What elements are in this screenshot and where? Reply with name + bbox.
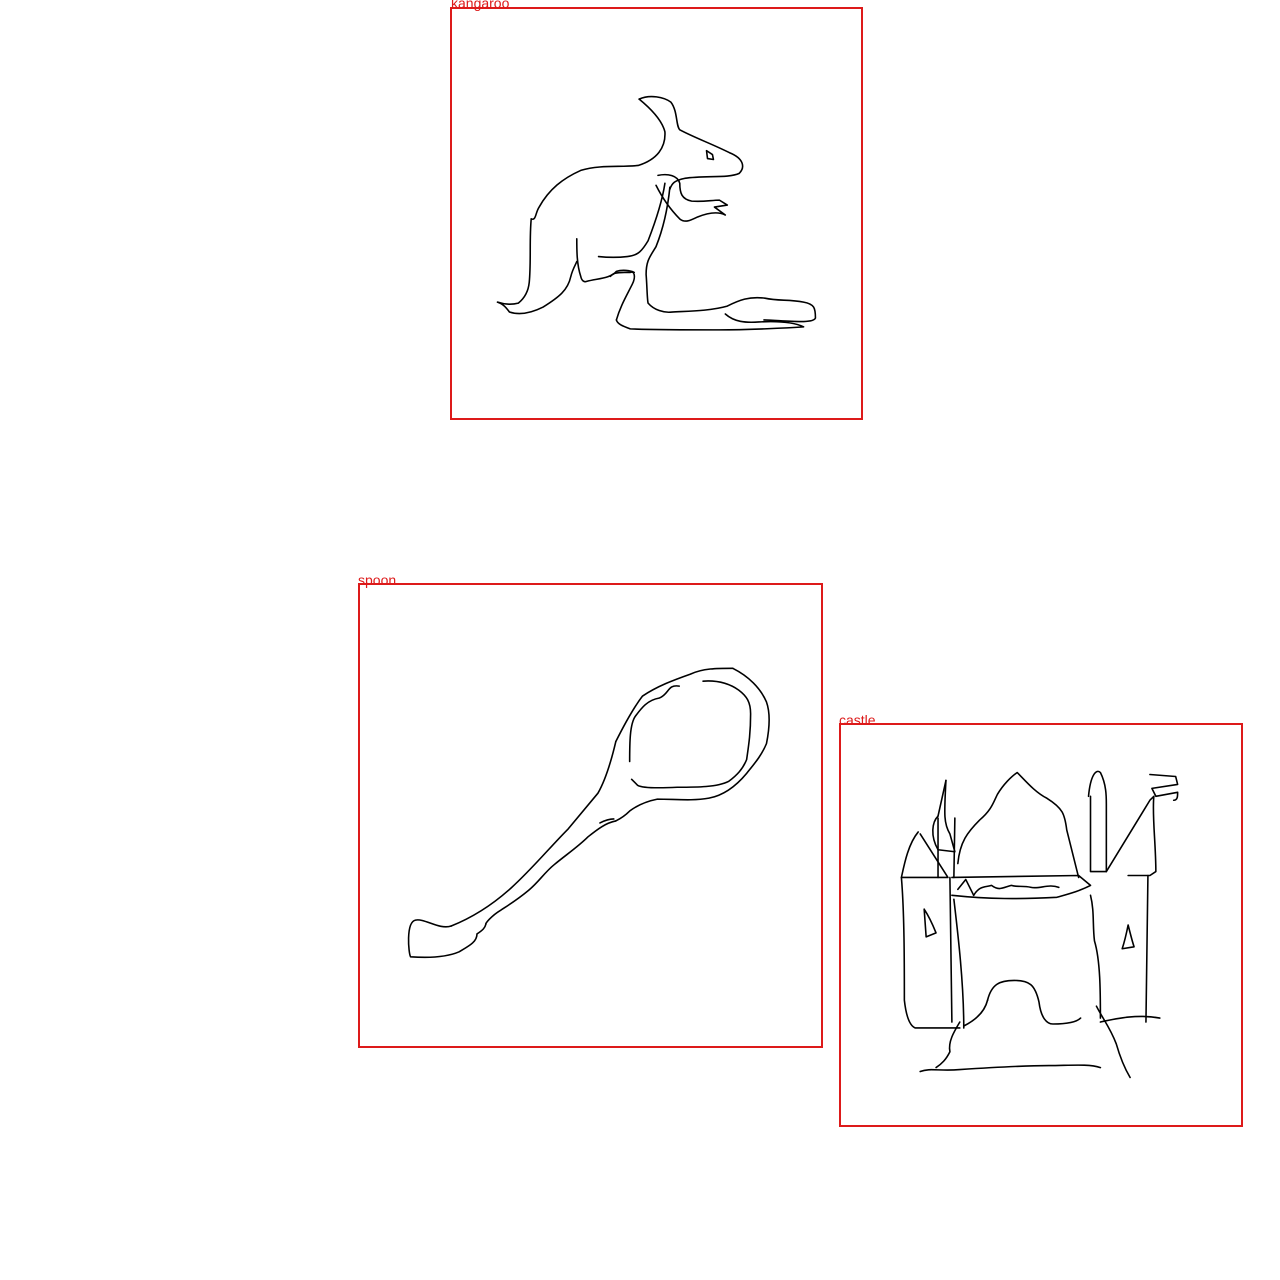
kangaroo-sketch-icon bbox=[496, 95, 817, 331]
bounding-box-castle[interactable] bbox=[839, 723, 1243, 1127]
bounding-box-kangaroo[interactable] bbox=[450, 7, 863, 420]
label-kangaroo: kangaroo bbox=[451, 0, 510, 11]
castle-sketch-icon bbox=[900, 770, 1179, 1079]
spoon-sketch-icon bbox=[407, 667, 770, 959]
bounding-box-spoon[interactable] bbox=[358, 583, 823, 1048]
